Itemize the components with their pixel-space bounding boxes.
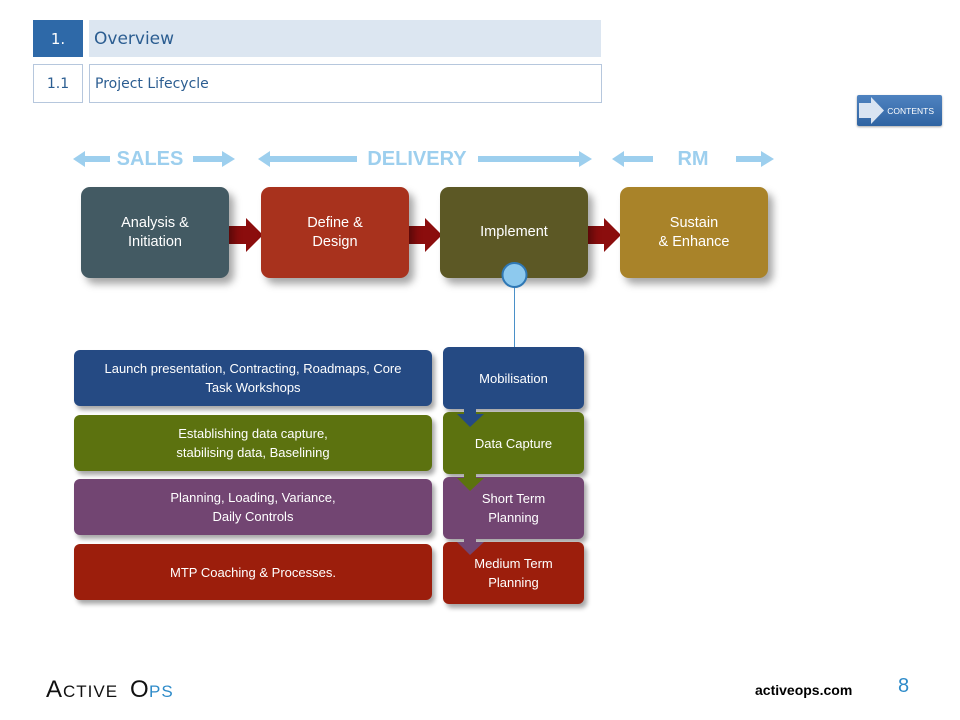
process-sustain-enhance: Sustain & Enhance (620, 187, 768, 278)
process-arrow-icon (226, 218, 263, 252)
down-arrow-icon (457, 404, 484, 427)
subsection-number: 1.1 (33, 64, 83, 103)
process-arrow-icon (584, 218, 621, 252)
down-arrow-icon (457, 468, 484, 491)
website: activeops.com (755, 682, 853, 698)
right-arrow-icon (736, 151, 774, 167)
svg-text:CTIVE: CTIVE (63, 682, 118, 700)
description-data-capture: Establishing data capture, stabilising d… (74, 415, 432, 471)
phase-sales: SALES (116, 148, 184, 170)
process-analysis-initiation: Analysis & Initiation (81, 187, 229, 278)
section-title: Overview (89, 20, 601, 57)
subsection-title: Project Lifecycle (89, 64, 602, 103)
process-arrow-icon (405, 218, 442, 252)
right-arrow-icon (193, 151, 235, 167)
description-short-term: Planning, Loading, Variance, Daily Contr… (74, 479, 432, 535)
right-arrow-icon (478, 151, 592, 167)
left-arrow-icon (258, 151, 357, 167)
contents-button[interactable]: CONTENTS (857, 95, 942, 126)
left-arrow-icon (612, 151, 653, 167)
svg-text:A: A (46, 676, 63, 700)
stage-mobilisation: Mobilisation (443, 347, 584, 409)
arrow-right-icon (859, 97, 884, 124)
implement-connector (501, 262, 528, 350)
down-arrow-icon (457, 532, 484, 555)
phase-delivery: DELIVERY (367, 148, 467, 170)
page-number: 8 (898, 675, 910, 697)
activeops-logo: A CTIVE O PS (46, 676, 174, 700)
process-define-design: Define & Design (261, 187, 409, 278)
phase-rm: RM (677, 148, 709, 170)
contents-button-label: CONTENTS (887, 105, 934, 116)
description-mobilisation: Launch presentation, Contracting, Roadma… (74, 350, 432, 406)
section-number: 1. (33, 20, 83, 57)
svg-text:O: O (130, 676, 149, 700)
description-medium-term: MTP Coaching & Processes. (74, 544, 432, 600)
left-arrow-icon (73, 151, 110, 167)
svg-text:PS: PS (149, 682, 174, 700)
stage-medium-term-planning: Medium Term Planning (443, 542, 584, 604)
